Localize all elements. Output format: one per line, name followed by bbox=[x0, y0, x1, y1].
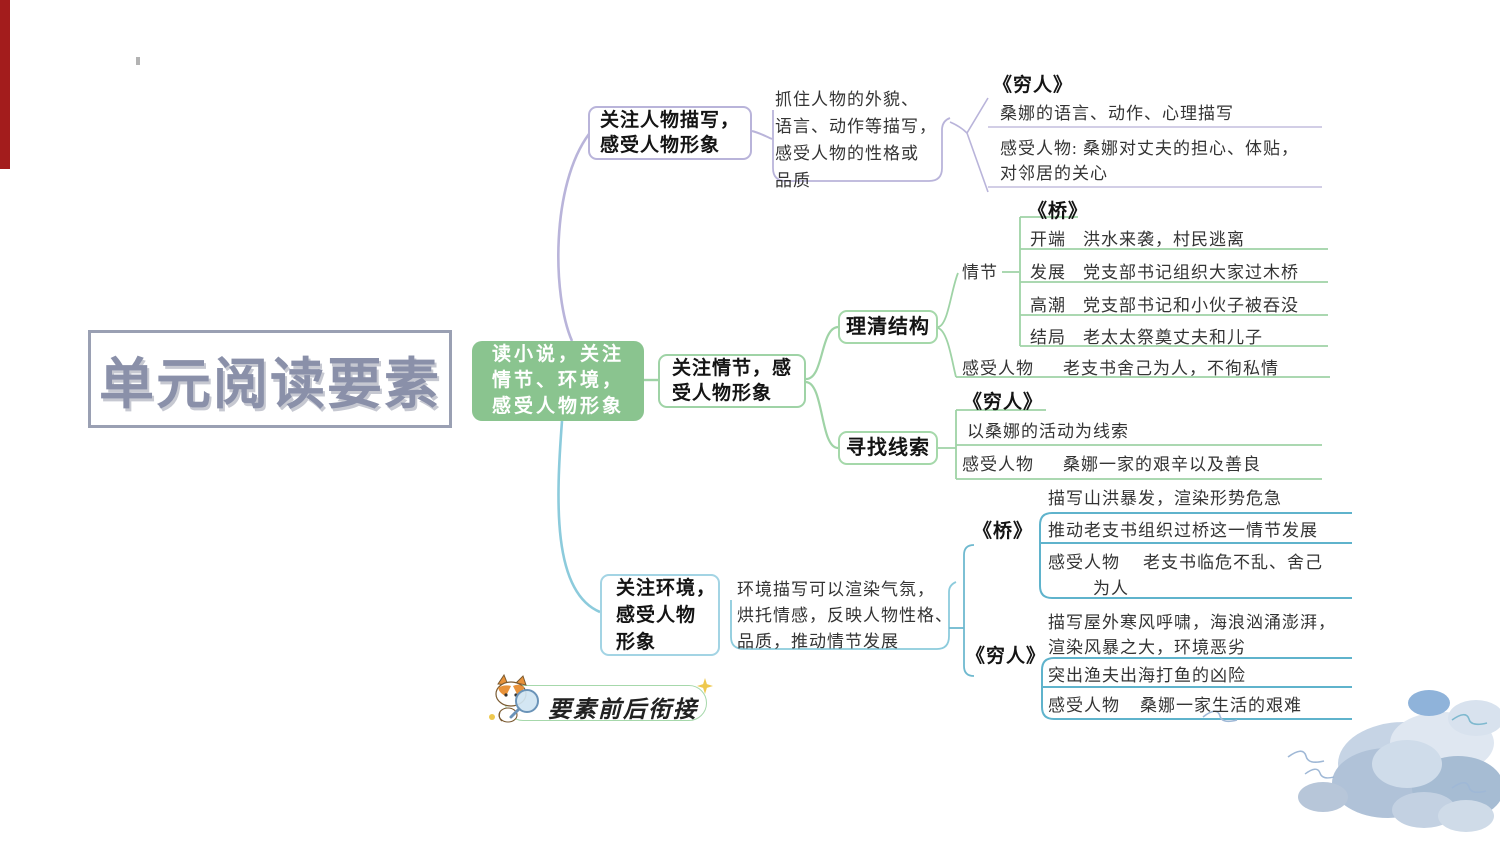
clue-node: 寻找线索 bbox=[838, 431, 938, 465]
person-row-2: 感受人物: 桑娜对丈夫的担心、体贴， 对邻居的关心 bbox=[1000, 139, 1299, 183]
clue-book-title: 《穷人》 bbox=[963, 392, 1044, 413]
sparkle-icon bbox=[697, 678, 713, 694]
root-node: 读小说，关注 情节、环境， 感受人物形象 bbox=[472, 341, 644, 421]
env-branch-curve bbox=[557, 420, 601, 614]
clue-feel-value: 桑娜一家的艰辛以及善良 bbox=[1063, 455, 1261, 474]
cloud-blob bbox=[1372, 740, 1442, 788]
footer-label: 要素前后衔接 bbox=[548, 697, 698, 722]
env-bridge-above: 描写山洪暴发，渲染形势危急 bbox=[1048, 489, 1282, 508]
person-node: 关注人物描写， 感受人物形象 bbox=[588, 106, 752, 160]
clue-feel-label: 感受人物 bbox=[962, 455, 1034, 474]
swirl-icon bbox=[1287, 750, 1325, 763]
stage-event: 党支部书记组织大家过木桥 bbox=[1083, 263, 1299, 282]
env-poor-above: 描写屋外寒风呼啸，海浪汹涌澎湃， 渲染风暴之大，环境恶劣 bbox=[1048, 613, 1336, 657]
env-bridge-feel-label: 感受人物 bbox=[1048, 553, 1120, 572]
env-bridge-book-title: 《桥》 bbox=[973, 521, 1034, 542]
cloud-blob bbox=[1448, 700, 1500, 736]
plot-clue-curve bbox=[805, 380, 839, 450]
fox-magnifier-icon bbox=[495, 674, 539, 723]
person-book-title: 《穷人》 bbox=[993, 75, 1074, 96]
person-book-bracket bbox=[966, 97, 989, 193]
page-title: 单元阅读要素 bbox=[98, 353, 441, 415]
env-desc: 环境描写可以渲染气氛， 烘托情感，反映人物性格、 品质，推动情节发展 bbox=[737, 580, 953, 651]
stage-label: 结局 bbox=[1030, 328, 1066, 347]
env-node: 关注环境， 感受人物 形象 bbox=[600, 574, 720, 656]
stray-mark bbox=[136, 57, 140, 65]
env-poor-row: 突出渔夫出海打鱼的凶险 bbox=[1048, 666, 1246, 685]
person-bracket-connector bbox=[949, 121, 968, 134]
structure-plotword-curve bbox=[937, 272, 959, 328]
structure-feel-label: 感受人物 bbox=[962, 359, 1034, 378]
person-desc-connector bbox=[751, 130, 773, 140]
person-branch-curve bbox=[557, 133, 591, 342]
structure-feel-value: 老支书舍己为人，不徇私情 bbox=[1063, 359, 1279, 378]
sparkle-dot bbox=[489, 714, 495, 720]
bridge-book-title: 《桥》 bbox=[1028, 201, 1089, 222]
structure-feel-curve bbox=[937, 327, 957, 378]
title-box: 单元阅读要素 bbox=[88, 330, 452, 428]
env-poor-feel-value: 桑娜一家生活的艰难 bbox=[1140, 696, 1302, 715]
plot-structure-curve bbox=[805, 325, 839, 381]
person-row-1: 桑娜的语言、动作、心理描写 bbox=[1000, 104, 1234, 123]
cloud-blob bbox=[1298, 782, 1348, 812]
env-bridge-feel-value-2: 为人 bbox=[1093, 579, 1129, 598]
plot-node: 关注情节，感 受人物形象 bbox=[658, 354, 806, 408]
stage-event: 洪水来袭，村民逃离 bbox=[1083, 230, 1245, 249]
stage-label: 高潮 bbox=[1030, 296, 1066, 315]
stage-label: 发展 bbox=[1030, 263, 1066, 282]
structure-node: 理清结构 bbox=[838, 310, 938, 344]
env-poor-feel-label: 感受人物 bbox=[1048, 696, 1120, 715]
stage-label: 开端 bbox=[1030, 230, 1066, 249]
red-accent-bar bbox=[0, 0, 10, 169]
plot-stage-word: 情节 bbox=[962, 263, 998, 282]
cloud-blob bbox=[1438, 800, 1494, 832]
clue-row: 以桑娜的活动为线索 bbox=[967, 422, 1129, 441]
env-bridge-row: 推动老支书组织过桥这一情节发展 bbox=[1048, 521, 1318, 540]
cloud-blob bbox=[1408, 690, 1450, 716]
stage-event: 老太太祭奠丈夫和儿子 bbox=[1083, 328, 1263, 347]
swirl-icon bbox=[1304, 768, 1335, 779]
env-poor-book-title: 《穷人》 bbox=[966, 646, 1047, 667]
env-bridge-feel-value: 老支书临危不乱、舍己 bbox=[1143, 553, 1323, 572]
person-desc: 抓住人物的外貌、 语言、动作等描写， 感受人物的性格或 品质 bbox=[775, 90, 937, 190]
stage-event: 党支部书记和小伙子被吞没 bbox=[1083, 296, 1299, 315]
